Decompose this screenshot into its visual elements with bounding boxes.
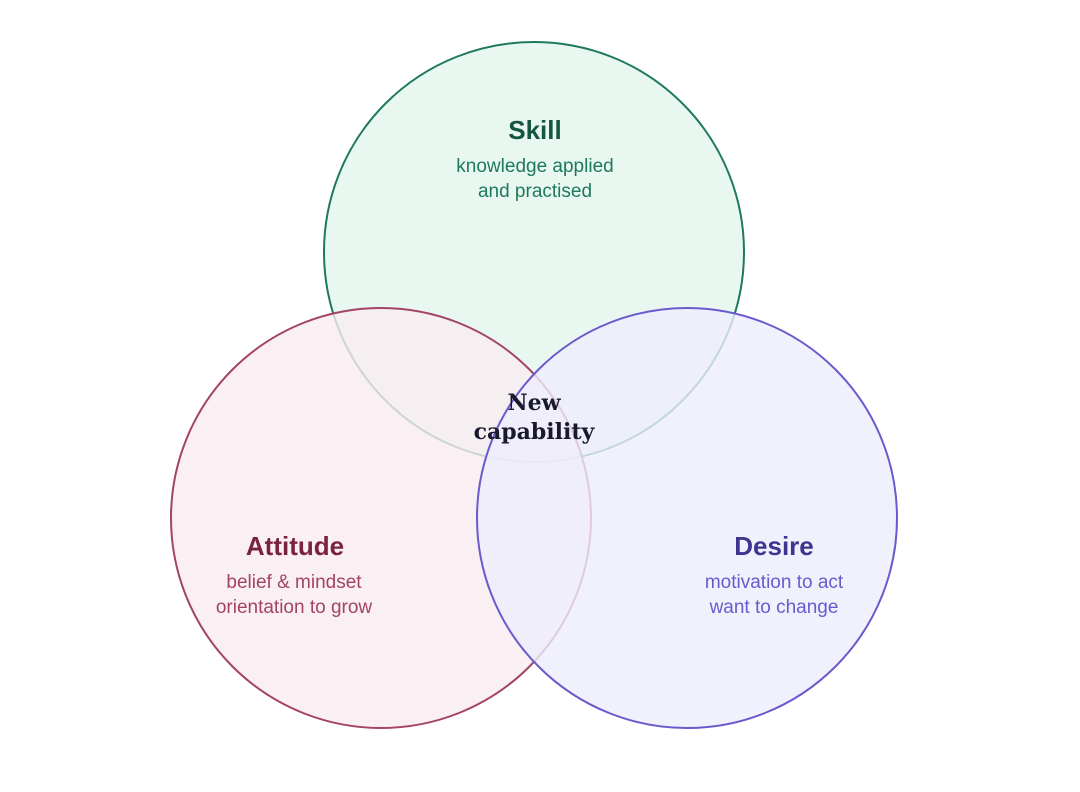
- skill-line-2: and practised: [478, 181, 592, 202]
- desire-circle: [476, 307, 898, 729]
- desire-line-1: motivation to act: [705, 572, 844, 593]
- center-label-line-2: capability: [474, 419, 596, 445]
- skill-title: Skill: [508, 115, 561, 145]
- desire-title: Desire: [734, 531, 814, 561]
- attitude-title: Attitude: [246, 531, 344, 561]
- skill-line-1: knowledge applied: [456, 156, 613, 177]
- attitude-line-2: orientation to grow: [216, 597, 373, 618]
- center-label-line-1: New: [507, 390, 561, 416]
- attitude-line-1: belief & mindset: [226, 572, 362, 593]
- desire-line-2: want to change: [709, 597, 839, 618]
